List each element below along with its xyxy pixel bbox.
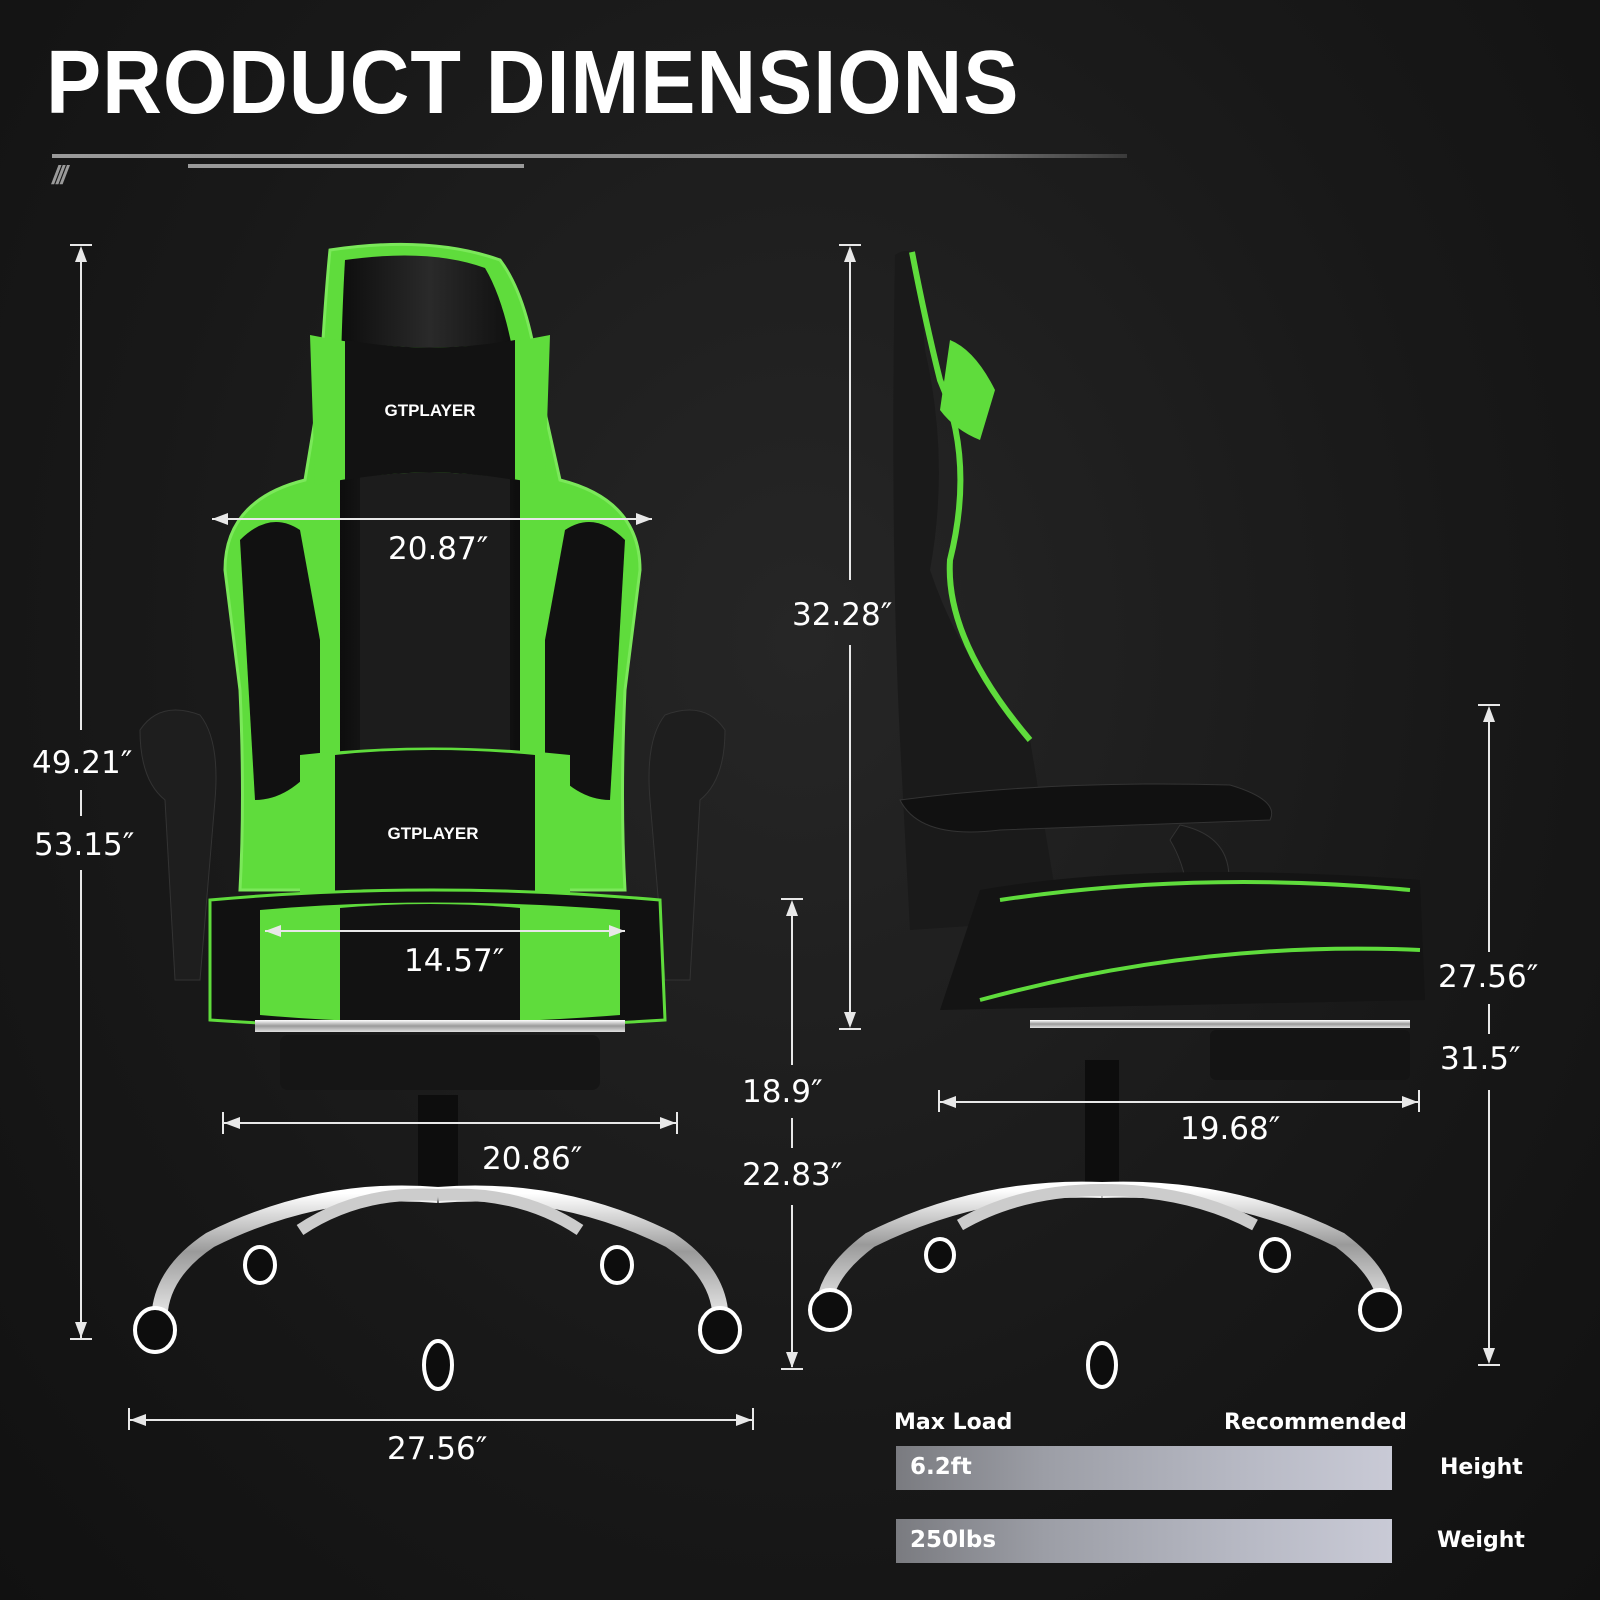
dim-tick <box>1478 1364 1500 1366</box>
side-chair-illustration <box>808 251 1425 1389</box>
dim-tick <box>1478 704 1500 706</box>
dim-tick <box>839 1028 861 1030</box>
arrow-right-icon <box>1402 1096 1418 1108</box>
arrow-down-icon <box>786 1352 798 1368</box>
max-load-label: Max Load <box>894 1410 1013 1435</box>
title-underline <box>52 154 1127 158</box>
dim-line-total-height <box>80 250 82 730</box>
dim-line-backrest-height <box>849 250 851 580</box>
dim-line-armrest-height-lower <box>1488 1090 1490 1360</box>
spec-value-height: 6.2ft <box>910 1454 972 1480</box>
dim-seat-height-max: 22.83″ <box>742 1157 843 1193</box>
arrow-left-icon <box>265 925 281 937</box>
dim-backrest-width: 20.87″ <box>388 531 489 567</box>
dim-total-height-max: 53.15″ <box>34 827 135 863</box>
dim-line-separator <box>1488 1004 1490 1034</box>
dim-line-seat-height-lower <box>791 1205 793 1367</box>
dim-seat-height-min: 18.9″ <box>742 1074 823 1110</box>
dim-tick <box>676 1112 678 1134</box>
arrow-right-icon <box>660 1117 676 1129</box>
dim-tick <box>70 244 92 246</box>
dim-total-height-min: 49.21″ <box>32 745 133 781</box>
front-chair-illustration: GTPLAYER GTPLAYER <box>133 242 742 1391</box>
arrow-down-icon <box>75 1322 87 1338</box>
dim-line-total-height-lower <box>80 870 82 1340</box>
spec-value-weight: 250lbs <box>910 1527 997 1553</box>
svg-text:GTPLAYER: GTPLAYER <box>384 401 475 420</box>
arrow-down-icon <box>844 1012 856 1028</box>
dim-tick <box>1418 1090 1420 1112</box>
dim-tick <box>839 244 861 246</box>
dim-line-seat-width <box>265 930 625 932</box>
dim-line-backrest-width <box>212 518 652 520</box>
spec-bar-height: 6.2ft <box>896 1446 1392 1490</box>
dim-armrest-height-max: 31.5″ <box>1440 1041 1521 1077</box>
dim-line-backrest-height-lower <box>849 645 851 1025</box>
spec-bar-weight: 250lbs <box>896 1519 1392 1563</box>
dim-line-armrest-height <box>1488 712 1490 952</box>
dim-seat-depth: 19.68″ <box>1180 1111 1281 1147</box>
dim-base-width: 27.56″ <box>387 1431 488 1467</box>
arrow-left-icon <box>224 1117 240 1129</box>
spec-label-height: Height <box>1440 1455 1523 1480</box>
arrow-right-icon <box>636 513 652 525</box>
dim-line-separator <box>791 1118 793 1148</box>
spec-label-weight: Weight <box>1437 1528 1525 1553</box>
dim-tick <box>781 898 803 900</box>
dim-line-base-width <box>128 1419 754 1421</box>
dim-seat-width: 14.57″ <box>404 943 505 979</box>
dim-armrest-height-min: 27.56″ <box>1438 959 1539 995</box>
dim-seat-pad-width: 20.86″ <box>482 1141 583 1177</box>
page-title: PRODUCT DIMENSIONS <box>46 33 1020 133</box>
dim-line-seat-pad-width <box>222 1122 677 1124</box>
arrow-right-icon <box>609 925 625 937</box>
dim-tick <box>70 1338 92 1340</box>
dim-tick <box>752 1408 754 1430</box>
arrow-down-icon <box>1483 1348 1495 1364</box>
svg-text:GTPLAYER: GTPLAYER <box>387 824 478 843</box>
dim-line-separator <box>80 790 82 816</box>
decor-slashes: /// <box>52 160 68 190</box>
dim-tick <box>781 1368 803 1370</box>
dim-backrest-height: 32.28″ <box>792 597 893 633</box>
arrow-left-icon <box>940 1096 956 1108</box>
arrow-left-icon <box>130 1414 146 1426</box>
dim-line-seat-depth <box>938 1101 1420 1103</box>
dim-line-seat-height <box>791 905 793 1065</box>
recommended-label: Recommended <box>1224 1410 1407 1435</box>
arrow-left-icon <box>212 513 228 525</box>
title-underline-short <box>188 164 524 168</box>
arrow-right-icon <box>736 1414 752 1426</box>
